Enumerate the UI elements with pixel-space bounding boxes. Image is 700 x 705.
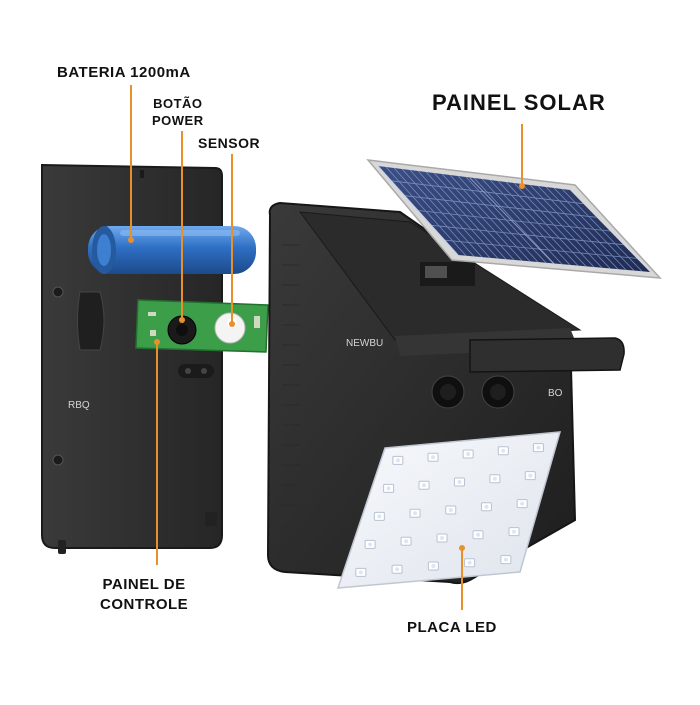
led-chip-core — [395, 458, 400, 463]
battery — [88, 226, 256, 274]
watermark-right-lower: BO — [548, 388, 563, 399]
led-chip-core — [413, 511, 418, 516]
label-sensor: SENSOR — [198, 135, 261, 151]
led-chip-core — [536, 445, 541, 450]
label-painel-solar: PAINEL SOLAR — [432, 90, 606, 115]
led-chip-core — [431, 564, 436, 568]
led-chip-core — [466, 452, 471, 456]
label-bateria: BATERIA 1200mA — [57, 64, 191, 81]
watermark-left: RBQ — [68, 400, 90, 411]
led-chip-core — [512, 529, 517, 534]
dot-sensor — [229, 321, 235, 327]
led-chip-core — [501, 448, 506, 453]
solar-cell-row-line — [404, 195, 597, 218]
led-chip-core — [358, 570, 363, 575]
dot-bateria — [128, 237, 134, 243]
led-chip-core — [484, 504, 489, 509]
solar-cell-row-line — [444, 239, 637, 259]
led-chip-core — [377, 514, 382, 519]
led-chip-core — [457, 480, 462, 484]
led-chip-core — [503, 557, 508, 562]
label-botao-power: BOTÃO POWER — [152, 95, 204, 129]
label-botao-line2: POWER — [152, 113, 204, 128]
label-placa-led: PLACA LED — [407, 619, 497, 636]
dot-painel-controle — [154, 339, 160, 345]
solar-cell-row-line — [417, 210, 611, 232]
led-chip-core — [528, 473, 533, 478]
dot-botao — [179, 317, 185, 323]
label-painel-controle: PAINEL DE CONTROLE — [100, 575, 188, 615]
led-chip-core — [386, 486, 391, 491]
led-panel — [336, 431, 562, 589]
label-painel-controle-line2: CONTROLE — [100, 596, 189, 613]
led-chip-core — [404, 539, 409, 544]
label-painel-controle-line1: PAINEL DE — [102, 576, 186, 593]
led-chip-core — [440, 536, 445, 540]
led-chip-core — [431, 455, 436, 460]
dot-painel-solar — [519, 183, 525, 189]
led-chip-core — [476, 532, 481, 537]
dot-placa-led — [459, 545, 465, 551]
control-pcb — [135, 299, 269, 353]
led-chip-core — [448, 508, 453, 512]
led-chip-core — [422, 483, 427, 488]
label-botao-line1: BOTÃO — [153, 96, 203, 111]
led-chip-core — [520, 501, 525, 506]
leader-lines — [130, 85, 523, 610]
solar-cell-row-line — [391, 180, 584, 205]
leader-dots — [128, 183, 525, 551]
solar-panel — [366, 159, 662, 279]
led-chip-core — [368, 542, 373, 547]
watermark-right-upper: NEWBU — [346, 338, 384, 349]
led-chip-core — [467, 560, 472, 565]
led-chip-core — [492, 476, 497, 481]
solar-cell-row-line — [431, 224, 624, 246]
led-chip-core — [395, 567, 400, 572]
